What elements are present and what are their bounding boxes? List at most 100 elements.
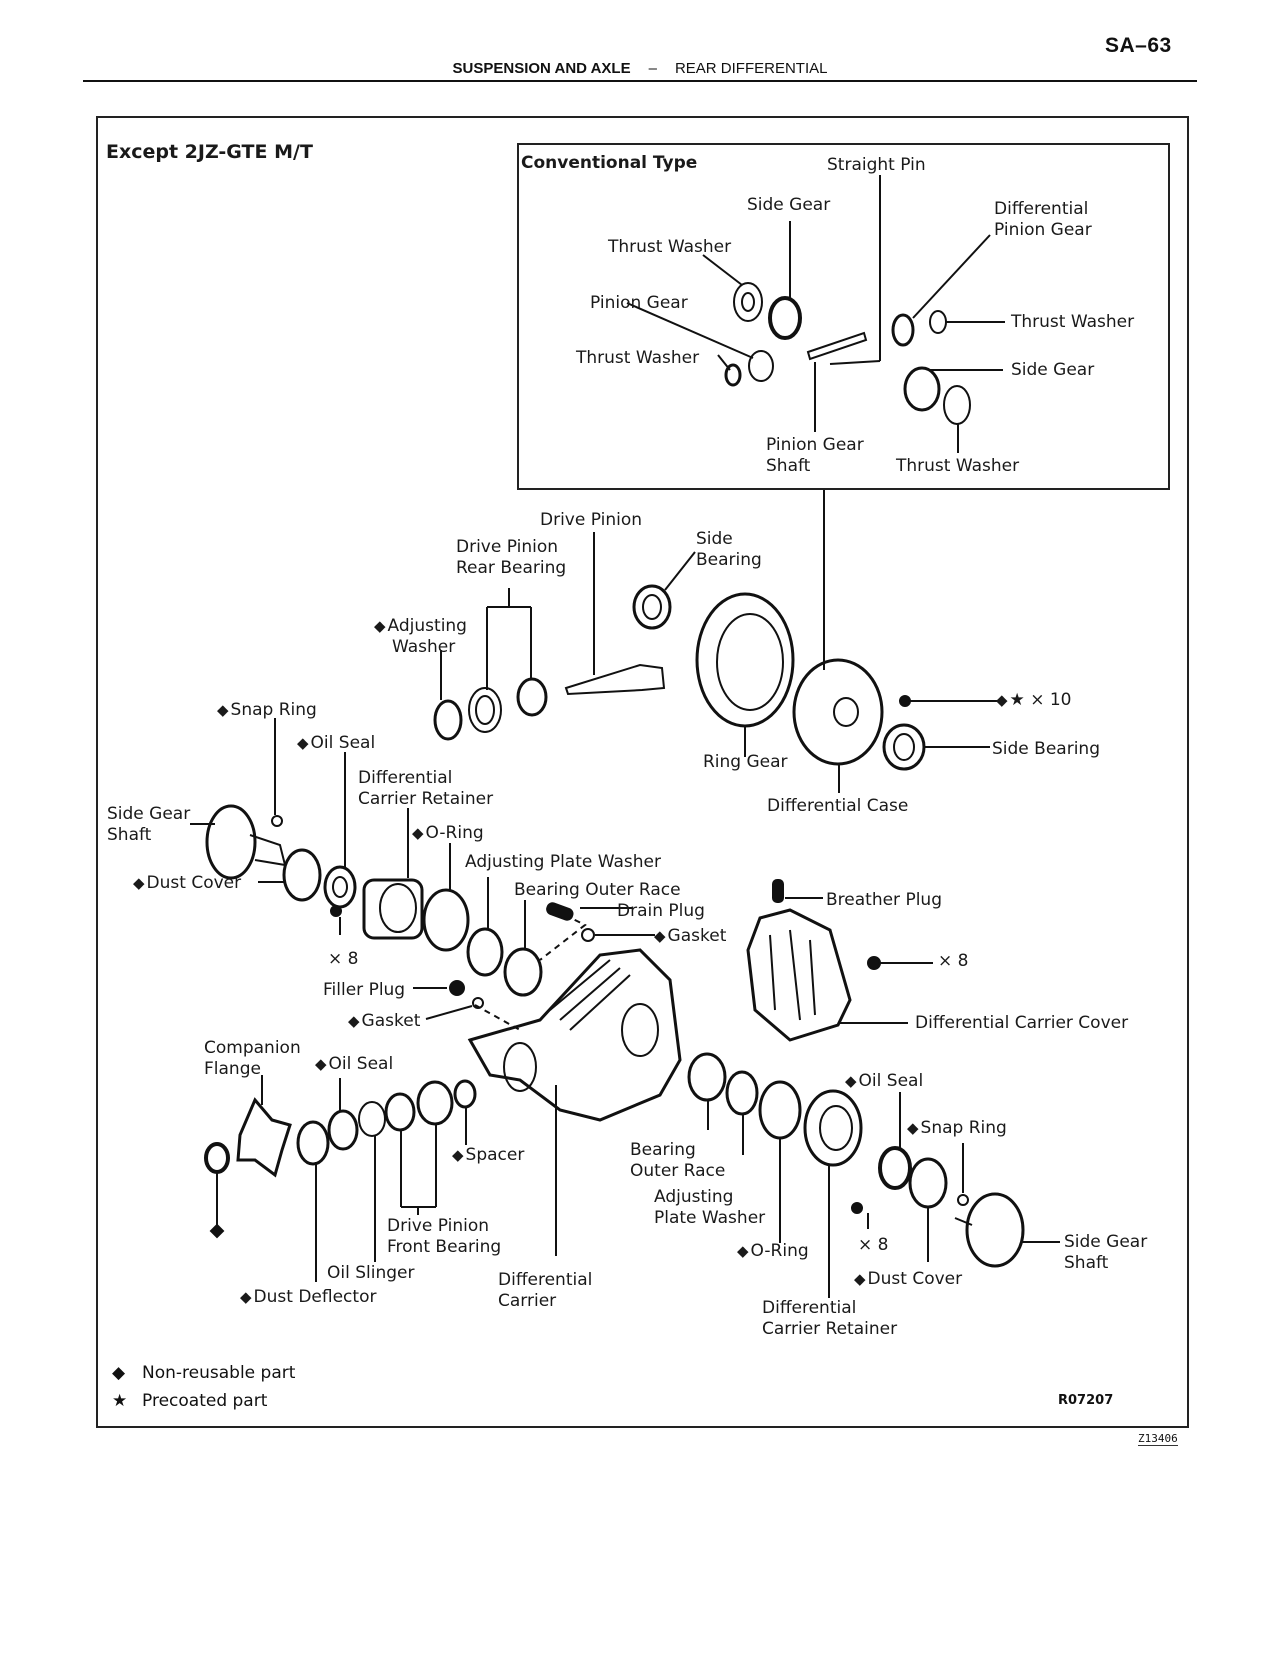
label-side-gear-shaft-left-2: Shaft	[107, 825, 152, 845]
non-reusable-icon: ◆	[737, 1242, 749, 1260]
section-title: SUSPENSION AND AXLE	[452, 60, 631, 77]
adjusting-washer-part	[433, 699, 463, 741]
label-adjusting-plate-washer-bottom-2: Plate Washer	[654, 1208, 766, 1228]
label-thrust-washer-inset-2: Thrust Washer	[576, 348, 700, 368]
label-straight-pin: Straight Pin	[827, 155, 926, 175]
label-differential-carrier-1: Differential	[498, 1270, 593, 1290]
side-gear-shaft-left-part	[205, 804, 257, 880]
side-gear-shaft-right-part	[965, 1192, 1025, 1268]
oil-seal-front-part	[327, 1109, 359, 1151]
thrust-washer-part	[733, 282, 763, 322]
rear-bearing-part	[516, 677, 548, 717]
label-side-gear-inset: Side Gear	[747, 195, 831, 215]
label-thrust-washer-inset-4: Thrust Washer	[896, 456, 1020, 476]
precoated-icon: ★	[1009, 690, 1025, 710]
label-side-gear-shaft-right-2: Shaft	[1064, 1253, 1109, 1273]
legend-precoated: ★ Precoated part	[112, 1391, 267, 1411]
conventional-type-inset	[517, 143, 1170, 490]
dust-cover-left-part	[282, 848, 322, 902]
page-code: Z13406	[1138, 1432, 1178, 1446]
nut-part	[204, 1142, 230, 1174]
label-bolt-x10: ◆★ × 10	[996, 690, 1072, 710]
front-bearing-race-part	[416, 1080, 454, 1126]
label-rear-bearing-2: Rear Bearing	[456, 558, 567, 578]
label-front-bearing-2: Front Bearing	[387, 1237, 502, 1257]
side-bearing-part	[632, 584, 672, 630]
oil-slinger-part	[358, 1101, 386, 1137]
label-pinion-gear-shaft-1: Pinion Gear	[766, 435, 864, 455]
label-adjusting-washer-1: ◆Adjusting	[374, 616, 467, 636]
legend-non-reusable: ◆Non-reusable part	[112, 1363, 295, 1383]
non-reusable-icon: ◆	[217, 701, 229, 719]
side-gear-part	[768, 296, 802, 340]
drive-pinion-part	[564, 663, 666, 696]
label-dust-deflector: ◆Dust Deflector	[240, 1287, 377, 1307]
oil-seal-right-part	[878, 1146, 912, 1190]
non-reusable-icon: ◆	[452, 1146, 464, 1164]
label-filler-plug: Filler Plug	[323, 980, 406, 1000]
gasket-right-part	[581, 928, 595, 942]
carrier-retainer-right-part	[803, 1089, 863, 1167]
label-bearing-outer-race-bottom-1: Bearing	[630, 1140, 696, 1160]
carrier-retainer-left-part	[362, 878, 424, 940]
drive-pinion-group	[433, 532, 998, 793]
non-reusable-icon: ◆	[854, 1270, 866, 1288]
label-side-bearing-top-1: Side	[696, 529, 733, 549]
filler-plug-part	[449, 980, 465, 996]
label-diff-pinion-gear-1: Differential	[994, 199, 1089, 219]
oil-seal-left-part	[323, 865, 357, 909]
label-drive-pinion: Drive Pinion	[540, 510, 642, 530]
inset-title: Conventional Type	[521, 153, 698, 173]
label-rear-bearing-1: Drive Pinion	[456, 537, 558, 557]
spacer-part	[453, 1079, 477, 1109]
label-carrier-cover: Differential Carrier Cover	[915, 1013, 1129, 1033]
bolt-part	[899, 695, 911, 707]
plugs-group	[413, 902, 655, 1020]
snap-ring-right-part	[957, 1194, 969, 1206]
label-thrust-washer-inset-1: Thrust Washer	[608, 237, 732, 257]
label-snap-ring-left: ◆Snap Ring	[217, 700, 317, 720]
adjusting-plate-washer-left-part	[466, 927, 504, 977]
label-companion-flange-1: Companion	[204, 1038, 301, 1058]
adjusting-plate-washer-right-part	[725, 1070, 759, 1116]
legend-text: Precoated part	[142, 1391, 268, 1411]
label-pinion-gear-inset: Pinion Gear	[590, 293, 688, 313]
drain-plug-part	[546, 902, 574, 921]
non-reusable-icon: ◆	[112, 1363, 126, 1383]
header-rule	[83, 80, 1197, 82]
subsection-title: REAR DIFFERENTIAL	[674, 60, 828, 77]
non-reusable-icon: ◆	[133, 874, 145, 892]
label-side-bearing-right: Side Bearing	[992, 739, 1100, 759]
label-gasket-right: ◆Gasket	[654, 926, 727, 946]
non-reusable-icon: ◆	[315, 1055, 327, 1073]
left-side-group	[190, 718, 543, 997]
non-reusable-icon: ◆	[297, 734, 309, 752]
differential-carrier-part	[467, 909, 682, 1256]
non-reusable-icon: ◆	[654, 927, 666, 945]
inset-parts	[626, 175, 1005, 453]
label-adjusting-washer-2: Washer	[392, 637, 456, 657]
label-bearing-outer-race-top: Bearing Outer Race	[514, 880, 681, 900]
label-x8-cover: × 8	[938, 951, 969, 971]
non-reusable-icon: ◆	[348, 1012, 360, 1030]
label-dust-cover-left: ◆Dust Cover	[133, 873, 242, 893]
thrust-washer-part	[929, 310, 947, 334]
label-gasket-left: ◆Gasket	[348, 1011, 421, 1031]
side-bearing-right-part	[882, 723, 926, 771]
label-carrier-retainer-right-2: Carrier Retainer	[762, 1319, 898, 1339]
label-oil-slinger: Oil Slinger	[327, 1263, 415, 1283]
thrust-washer-part	[724, 363, 742, 387]
label-ring-gear: Ring Gear	[703, 752, 788, 772]
label-x8-right: × 8	[858, 1235, 889, 1255]
label-oil-seal-front: ◆Oil Seal	[315, 1054, 394, 1074]
figure-frame	[96, 116, 1189, 1428]
precoated-icon: ★	[112, 1391, 128, 1411]
snap-ring-left-part	[271, 815, 283, 827]
non-reusable-icon: ◆	[240, 1288, 252, 1306]
label-pinion-gear-shaft-2: Shaft	[766, 456, 811, 476]
label-x8-left: × 8	[328, 949, 359, 969]
bearing-outer-race-right-part	[687, 1052, 727, 1102]
non-reusable-icon: ◆	[907, 1119, 919, 1137]
figure-title: Except 2JZ-GTE M/T	[106, 141, 313, 163]
differential-case-part	[792, 658, 884, 766]
